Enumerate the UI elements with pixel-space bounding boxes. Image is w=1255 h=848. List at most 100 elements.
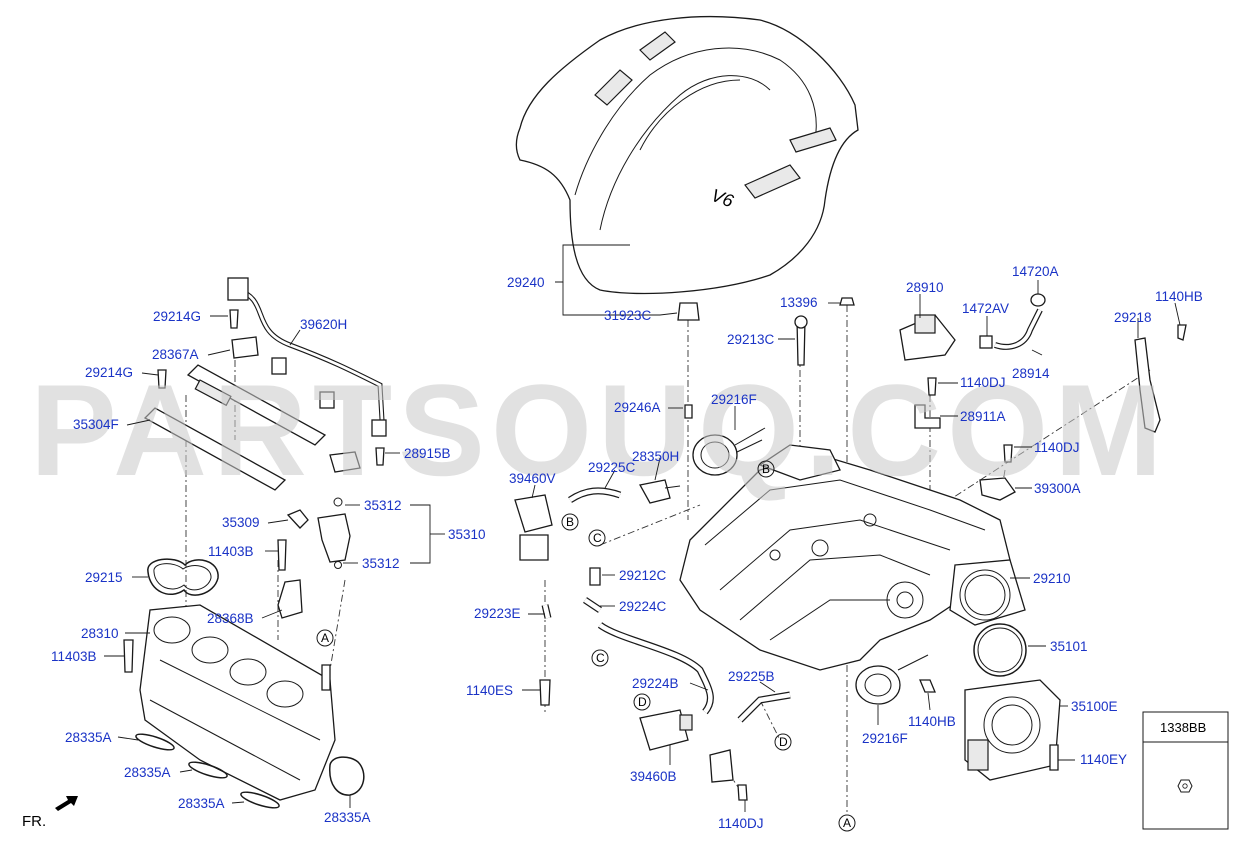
- solenoid-39460V[interactable]: [514, 494, 553, 561]
- label-1140HB-bottom[interactable]: 1140HB: [908, 714, 956, 729]
- label-29224B[interactable]: 29224B: [632, 676, 679, 691]
- label-29225C[interactable]: 29225C: [588, 460, 636, 475]
- label-28914[interactable]: 28914: [1012, 366, 1050, 381]
- solenoid-39460B[interactable]: [639, 709, 734, 783]
- front-direction-indicator: FR.: [22, 796, 78, 830]
- label-29214G-a[interactable]: 29214G: [153, 309, 201, 324]
- fuel-rail-35304F[interactable]: [143, 364, 327, 491]
- label-35100E[interactable]: 35100E: [1071, 699, 1118, 714]
- label-28915B[interactable]: 28915B: [404, 446, 451, 461]
- throttle-gasket-29210[interactable]: [949, 559, 1026, 626]
- label-28335A-d[interactable]: 28335A: [324, 810, 371, 825]
- actuator-29216F-top[interactable]: [692, 427, 766, 476]
- hose-28914[interactable]: [994, 308, 1043, 350]
- label-29224C[interactable]: 29224C: [619, 599, 667, 614]
- engine-cover[interactable]: V6: [515, 15, 859, 295]
- clamp-1472AV[interactable]: [979, 335, 993, 349]
- label-31923C[interactable]: 31923C: [604, 308, 652, 323]
- fuel-connector-28915B[interactable]: [329, 451, 361, 473]
- label-28310[interactable]: 28310: [81, 626, 119, 641]
- svg-text:A: A: [843, 816, 851, 830]
- svg-text:D: D: [779, 735, 788, 749]
- circle-ref-d-right: D: [774, 733, 792, 751]
- stud-left: [157, 309, 385, 691]
- actuator-29216F-bottom[interactable]: [855, 654, 929, 705]
- nut-icon: [1177, 779, 1193, 793]
- label-28335A-a[interactable]: 28335A: [65, 730, 112, 745]
- svg-text:D: D: [638, 695, 647, 709]
- label-29225B[interactable]: 29225B: [728, 669, 775, 684]
- label-29223E[interactable]: 29223E: [474, 606, 521, 621]
- bracket-28911A[interactable]: [914, 404, 941, 429]
- fitting-29212C[interactable]: [589, 567, 601, 586]
- circle-ref-d-left: D: [633, 693, 651, 711]
- watermark: PARTSOUQ.COM: [30, 357, 1168, 503]
- label-1140HB-top[interactable]: 1140HB: [1155, 289, 1203, 304]
- label-39620H[interactable]: 39620H: [300, 317, 347, 332]
- label-29215[interactable]: 29215: [85, 570, 123, 585]
- label-35312-a[interactable]: 35312: [364, 498, 402, 513]
- label-29213C[interactable]: 29213C: [727, 332, 775, 347]
- o-ring-35101[interactable]: [973, 623, 1027, 677]
- gasket-29215[interactable]: [147, 558, 219, 596]
- intake-manifold-lower-28310[interactable]: [139, 604, 336, 801]
- label-29246A[interactable]: 29246A: [614, 400, 661, 415]
- bracket-28368B[interactable]: [277, 579, 303, 619]
- label-1140ES[interactable]: 1140ES: [466, 683, 513, 698]
- injector-35310[interactable]: [317, 497, 351, 569]
- svg-text:B: B: [566, 515, 574, 529]
- label-13396[interactable]: 13396: [780, 295, 818, 310]
- label-28335A-b[interactable]: 28335A: [124, 765, 171, 780]
- label-29212C[interactable]: 29212C: [619, 568, 667, 583]
- valve-28350H[interactable]: [638, 479, 681, 504]
- label-28335A-c[interactable]: 28335A: [178, 796, 225, 811]
- label-11403B-a[interactable]: 11403B: [208, 544, 254, 559]
- label-1472AV[interactable]: 1472AV: [962, 301, 1009, 316]
- label-28911A[interactable]: 28911A: [960, 409, 1006, 424]
- label-35101[interactable]: 35101: [1050, 639, 1088, 654]
- sensor-39300A[interactable]: [979, 477, 1016, 501]
- label-28350H[interactable]: 28350H: [632, 449, 679, 464]
- circle-ref-b-top: B: [757, 460, 775, 478]
- intake-manifold[interactable]: [679, 444, 1011, 671]
- label-35304F[interactable]: 35304F: [73, 417, 119, 432]
- svg-text:B: B: [762, 462, 770, 476]
- label-29218[interactable]: 29218: [1114, 310, 1152, 325]
- circle-ref-c-bottom: C: [591, 649, 609, 667]
- label-28910[interactable]: 28910: [906, 280, 944, 295]
- bracket-28367A[interactable]: [231, 336, 259, 359]
- label-39460B[interactable]: 39460B: [630, 769, 677, 784]
- label-14720A[interactable]: 14720A: [1012, 264, 1059, 279]
- svg-text:C: C: [596, 651, 605, 665]
- label-1140EY[interactable]: 1140EY: [1080, 752, 1127, 767]
- solenoid-28910[interactable]: [899, 314, 956, 361]
- clamp-14720A[interactable]: [1030, 293, 1046, 307]
- bolt-11403B: [123, 539, 287, 673]
- label-28367A[interactable]: 28367A: [152, 347, 199, 362]
- label-35309[interactable]: 35309: [222, 515, 260, 530]
- throttle-body-35100E[interactable]: [964, 679, 1061, 781]
- inset-box-label: 1338BB: [1160, 720, 1206, 735]
- inset-box-1338BB[interactable]: 1338BB: [1142, 711, 1229, 830]
- clip-35309[interactable]: [286, 509, 309, 529]
- gaskets-28335A[interactable]: [134, 731, 365, 811]
- label-1140DJ-b[interactable]: 1140DJ: [1034, 440, 1080, 455]
- bracket-29218[interactable]: [1134, 337, 1161, 433]
- label-28368B[interactable]: 28368B: [207, 611, 254, 626]
- label-1140DJ-c[interactable]: 1140DJ: [718, 816, 764, 831]
- label-29216F-bottom[interactable]: 29216F: [862, 731, 908, 746]
- label-39460V[interactable]: 39460V: [509, 471, 556, 486]
- label-29210[interactable]: 29210: [1033, 571, 1071, 586]
- label-11403B-b[interactable]: 11403B: [51, 649, 97, 664]
- circle-ref-c-top: C: [588, 529, 606, 547]
- label-29214G-b[interactable]: 29214G: [85, 365, 133, 380]
- label-39300A[interactable]: 39300A: [1034, 481, 1081, 496]
- label-29216F-top[interactable]: 29216F: [711, 392, 757, 407]
- arrow-icon: [55, 796, 78, 811]
- bolts: [539, 297, 1187, 801]
- label-35310[interactable]: 35310: [448, 527, 486, 542]
- label-1140DJ-a[interactable]: 1140DJ: [960, 375, 1006, 390]
- label-29240[interactable]: 29240: [507, 275, 545, 290]
- label-35312-b[interactable]: 35312: [362, 556, 400, 571]
